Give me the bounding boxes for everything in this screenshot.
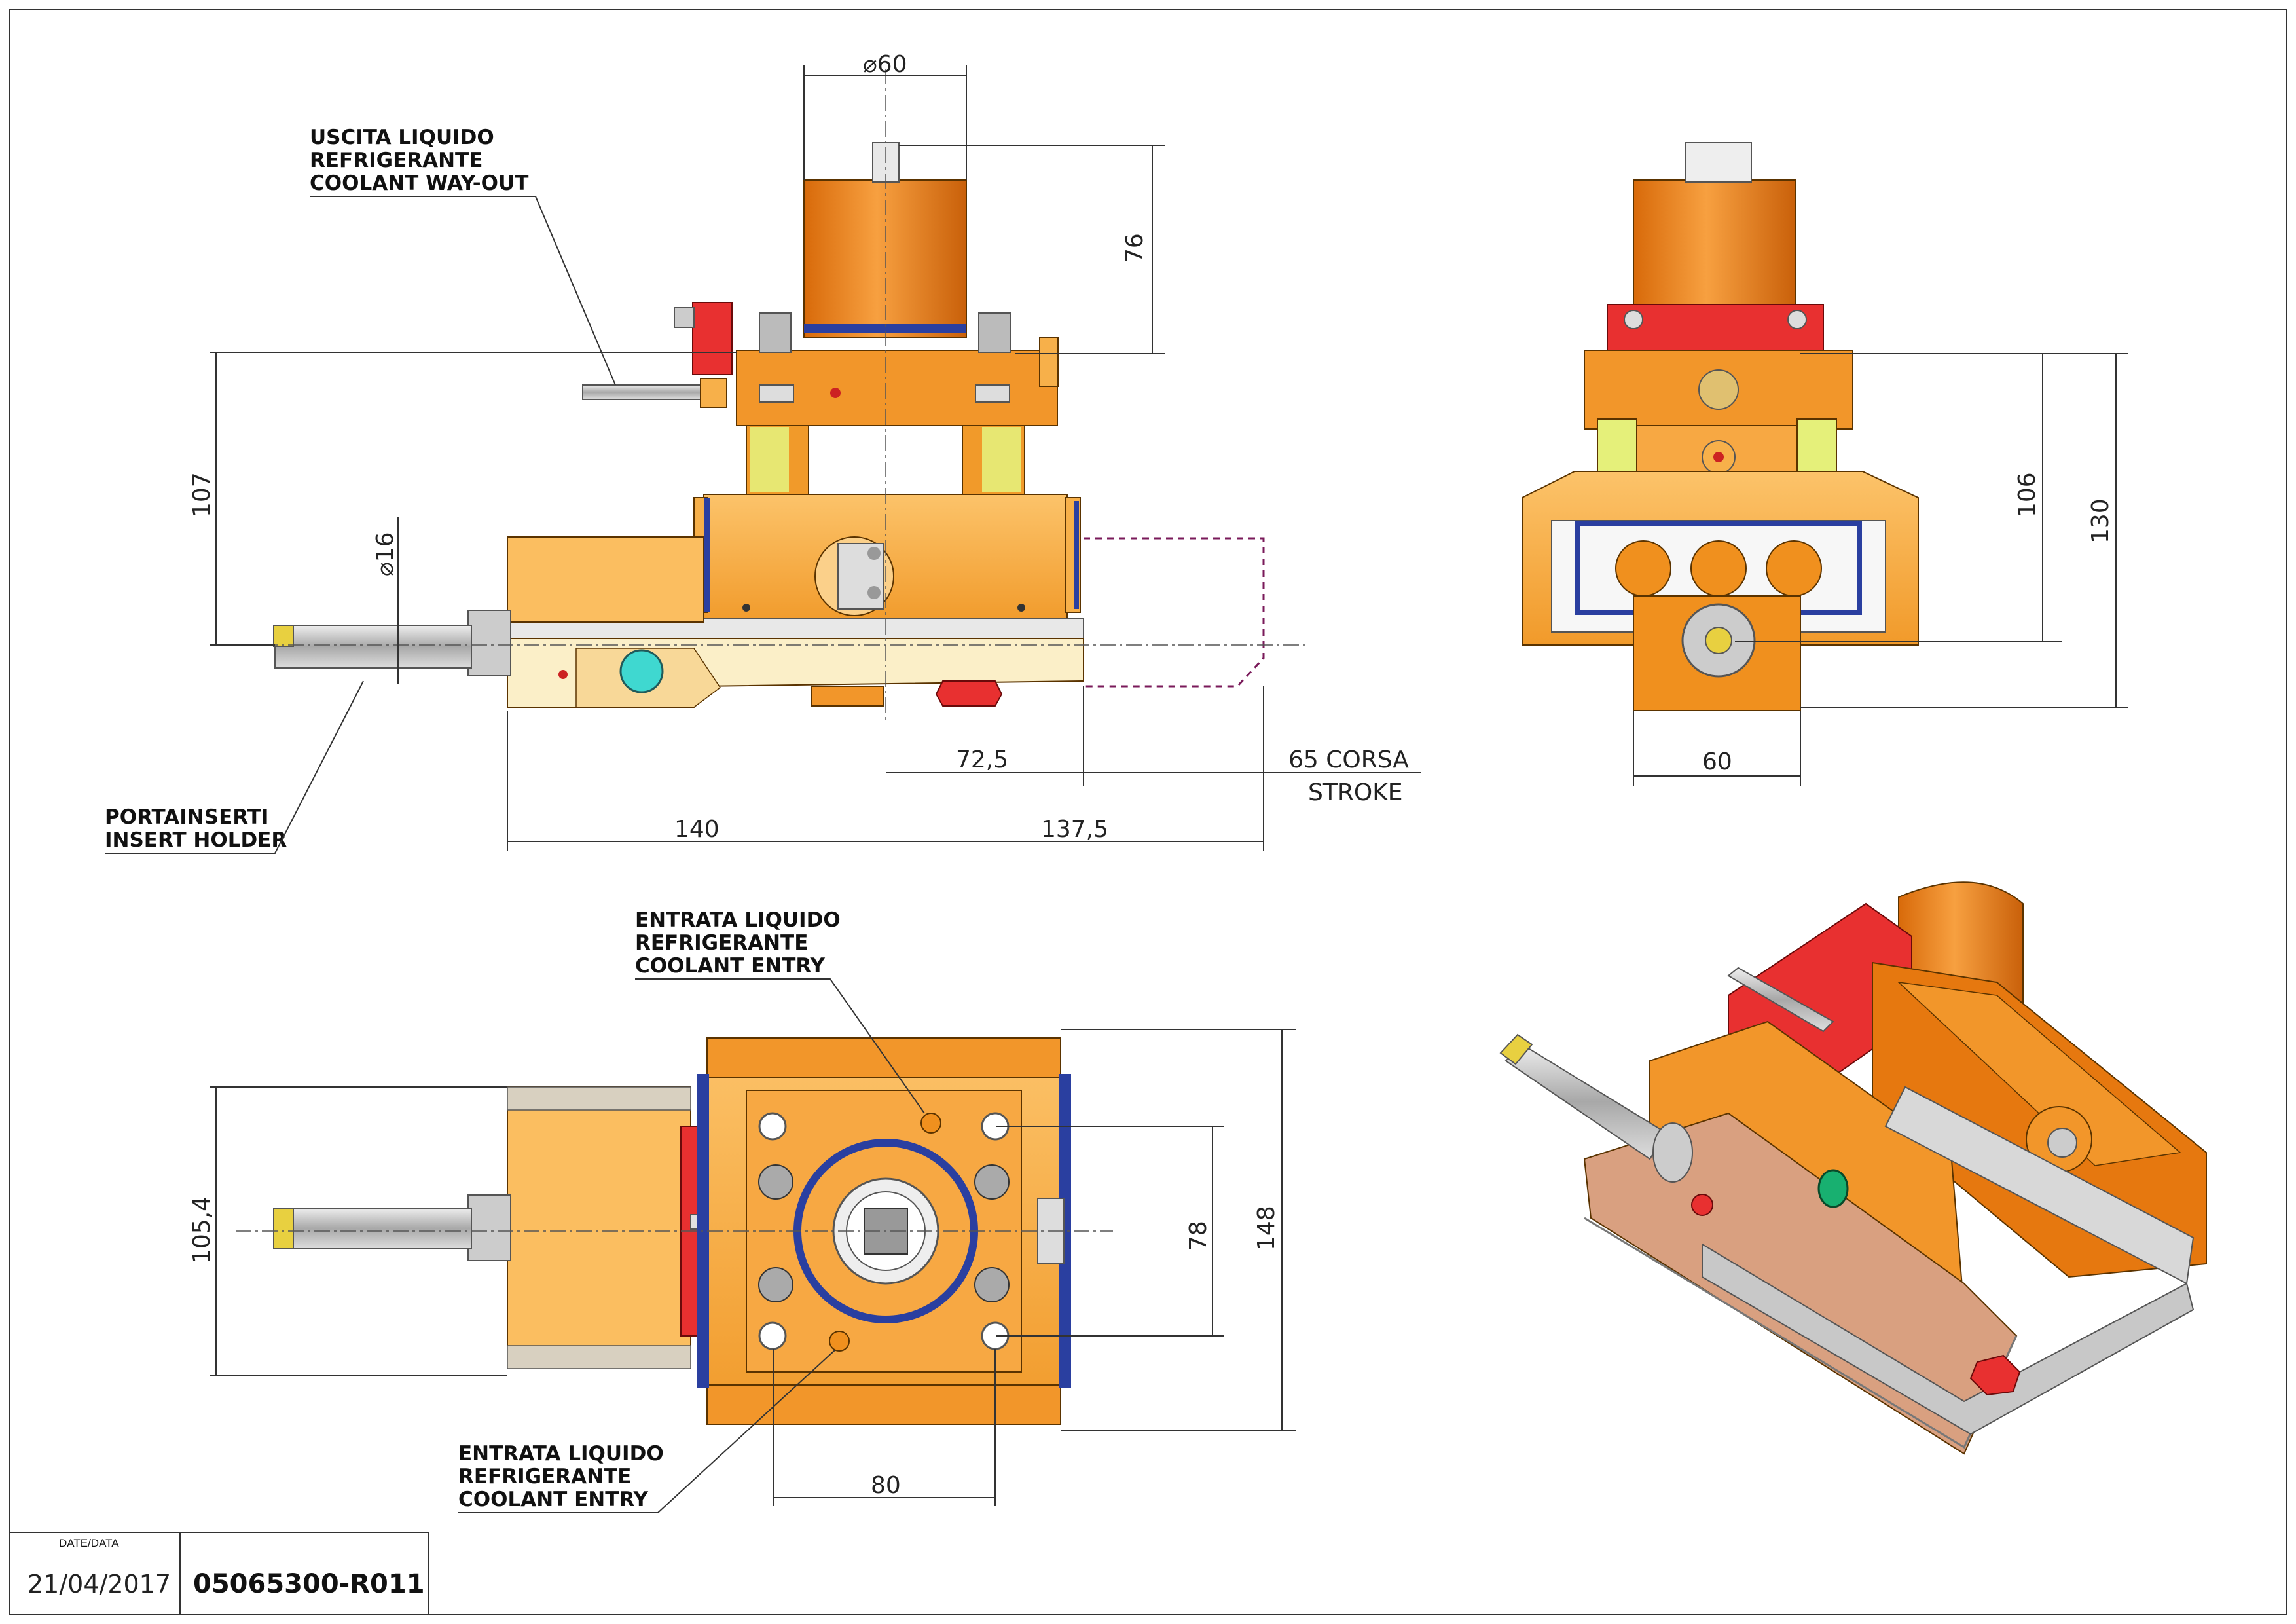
note-coolant-entry-top-it1: ENTRATA LIQUIDO <box>635 908 841 932</box>
top-view <box>236 1037 1113 1425</box>
top-notes: ENTRATA LIQUIDO REFRIGERANTE COOLANT ENT… <box>458 908 925 1513</box>
coolant-port-cyan <box>619 649 664 693</box>
date-label: DATE/DATA <box>59 1537 119 1549</box>
dim-72-5: 72,5 <box>956 747 1008 773</box>
stroke-envelope <box>1084 537 1265 688</box>
dim-78: 78 <box>1185 1221 1212 1251</box>
note-insert-holder-en: INSERT HOLDER <box>105 828 287 852</box>
coolant-entry-port <box>920 1113 941 1134</box>
iso-green-port <box>1817 1169 1849 1208</box>
dim-137-5: 137,5 <box>1041 816 1108 843</box>
note-coolant-entry-bot-en: COOLANT ENTRY <box>458 1488 649 1511</box>
insert-tip <box>273 625 294 647</box>
side-view <box>1522 142 1919 711</box>
iso-tool-shank <box>1504 1043 1667 1160</box>
screw <box>759 312 792 353</box>
side-cylinder <box>1633 179 1796 318</box>
coolant-entry-port <box>829 1331 850 1352</box>
rear-block <box>507 536 704 623</box>
tool-nut <box>467 610 511 676</box>
note-coolant-out-it2: REFRIGERANTE <box>310 149 483 172</box>
dim-148: 148 <box>1253 1206 1280 1251</box>
dim-106: 106 <box>2014 472 2041 517</box>
isometric-view <box>1499 881 2207 1455</box>
dim-105-4: 105,4 <box>189 1196 215 1264</box>
iso-rail <box>1702 1243 2195 1435</box>
note-coolant-out-en: COOLANT WAY-OUT <box>310 172 528 195</box>
dim-65-stroke: 65 CORSA <box>1288 747 1409 773</box>
top-tool-shank <box>274 1208 472 1249</box>
drawing-code: 05065300-R011 <box>193 1569 425 1599</box>
sheet-border <box>9 9 2287 1615</box>
note-coolant-entry-top-en: COOLANT ENTRY <box>635 954 826 978</box>
red-nut <box>935 680 1003 707</box>
screw <box>978 312 1011 353</box>
dim-80: 80 <box>871 1472 901 1499</box>
dim-diameter-60: ⌀60 <box>863 51 907 78</box>
front-notes: USCITA LIQUIDO REFRIGERANTE COOLANT WAY-… <box>105 126 616 854</box>
title-block: DATE/DATA 21/04/2017 05065300-R011 <box>9 1532 429 1615</box>
dim-76: 76 <box>1121 233 1148 263</box>
note-coolant-entry-bot-it2: REFRIGERANTE <box>458 1465 631 1488</box>
note-coolant-entry-top-it2: REFRIGERANTE <box>635 931 808 955</box>
dim-65-stroke-en: STROKE <box>1308 779 1403 806</box>
dim-60-side: 60 <box>1702 748 1732 775</box>
note-coolant-entry-bot-it1: ENTRATA LIQUIDO <box>458 1442 664 1466</box>
tool-shank <box>274 625 472 669</box>
note-coolant-out-it1: USCITA LIQUIDO <box>310 126 494 149</box>
iso-coolant-pipe <box>1727 967 1834 1033</box>
top-dimensions: 105,4 78 148 80 <box>189 1029 1296 1506</box>
front-view <box>236 69 1309 720</box>
iso-rail <box>1884 1086 2195 1285</box>
front-dimensions: ⌀60 76 107 ⌀16 72,5 65 CORSA STROKE 140 … <box>189 51 1421 851</box>
red-clamp <box>692 302 733 375</box>
iso-red-nut <box>1969 1354 2021 1396</box>
top-tool-nut <box>467 1194 511 1261</box>
coolant-outlet-pipe <box>582 384 704 400</box>
side-dimensions: 106 130 60 <box>1633 353 2128 786</box>
dim-140: 140 <box>674 816 720 843</box>
date-value: 21/04/2017 <box>27 1570 171 1598</box>
top-rear-block <box>507 1086 691 1369</box>
motor-cylinder <box>803 179 967 338</box>
dim-diameter-16: ⌀16 <box>372 532 399 576</box>
note-insert-holder-it: PORTAINSERTI <box>105 805 268 829</box>
dim-130: 130 <box>2087 498 2114 544</box>
dim-107: 107 <box>189 472 215 517</box>
